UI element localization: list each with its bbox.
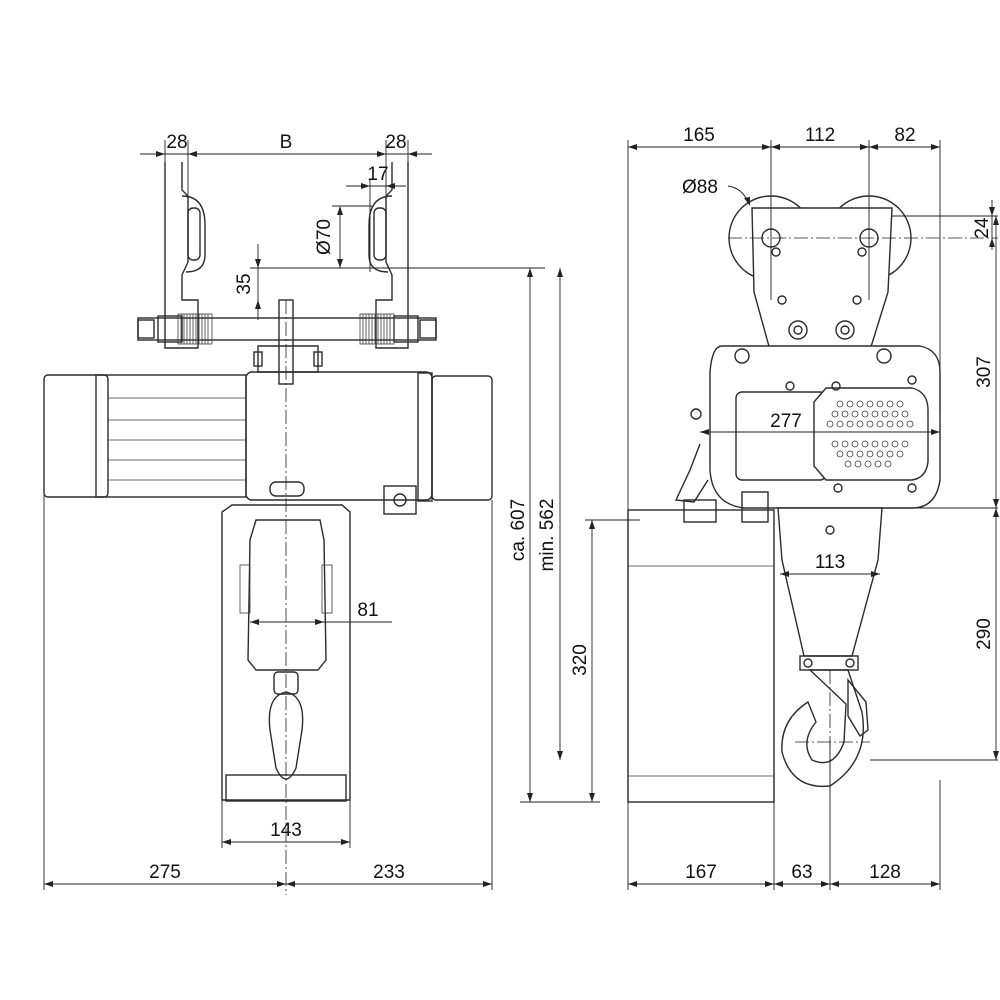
side-view-dimensions xyxy=(585,140,999,890)
dim-28-right: 28 xyxy=(385,132,406,153)
front-view-dimensions xyxy=(43,140,600,895)
dim-112: 112 xyxy=(805,125,835,146)
dim-167: 167 xyxy=(685,862,717,883)
dim-81: 81 xyxy=(357,600,378,621)
dim-320: 320 xyxy=(570,644,591,676)
vent-grid xyxy=(826,400,914,468)
dim-277: 277 xyxy=(770,411,802,432)
dim-128: 128 xyxy=(869,862,901,883)
dim-307: 307 xyxy=(974,356,995,388)
dim-233: 233 xyxy=(373,862,405,883)
thread-hatch-left xyxy=(180,314,209,344)
dim-35: 35 xyxy=(234,273,255,294)
dim-143: 143 xyxy=(270,820,302,841)
dim-17: 17 xyxy=(367,164,388,185)
dim-165: 165 xyxy=(683,125,715,146)
side-view xyxy=(627,195,941,803)
dim-min-562: min. 562 xyxy=(537,499,558,572)
dim-b: B xyxy=(280,132,293,153)
dim-63: 63 xyxy=(791,862,812,883)
dim-dia-88: Ø88 xyxy=(682,177,718,198)
dim-28-left: 28 xyxy=(166,132,187,153)
dim-24: 24 xyxy=(972,217,993,239)
front-view xyxy=(43,162,493,802)
thread-hatch-right xyxy=(362,314,391,344)
dim-ca-607: ca. 607 xyxy=(508,499,529,561)
dim-82: 82 xyxy=(894,125,915,146)
dim-290: 290 xyxy=(974,618,995,650)
dimension-labels: 28 B 28 17 Ø70 35 ca. 607 min. 562 81 14… xyxy=(149,125,995,883)
dim-113: 113 xyxy=(815,552,845,573)
dim-dia-70: Ø70 xyxy=(314,219,335,255)
dim-275: 275 xyxy=(149,862,181,883)
